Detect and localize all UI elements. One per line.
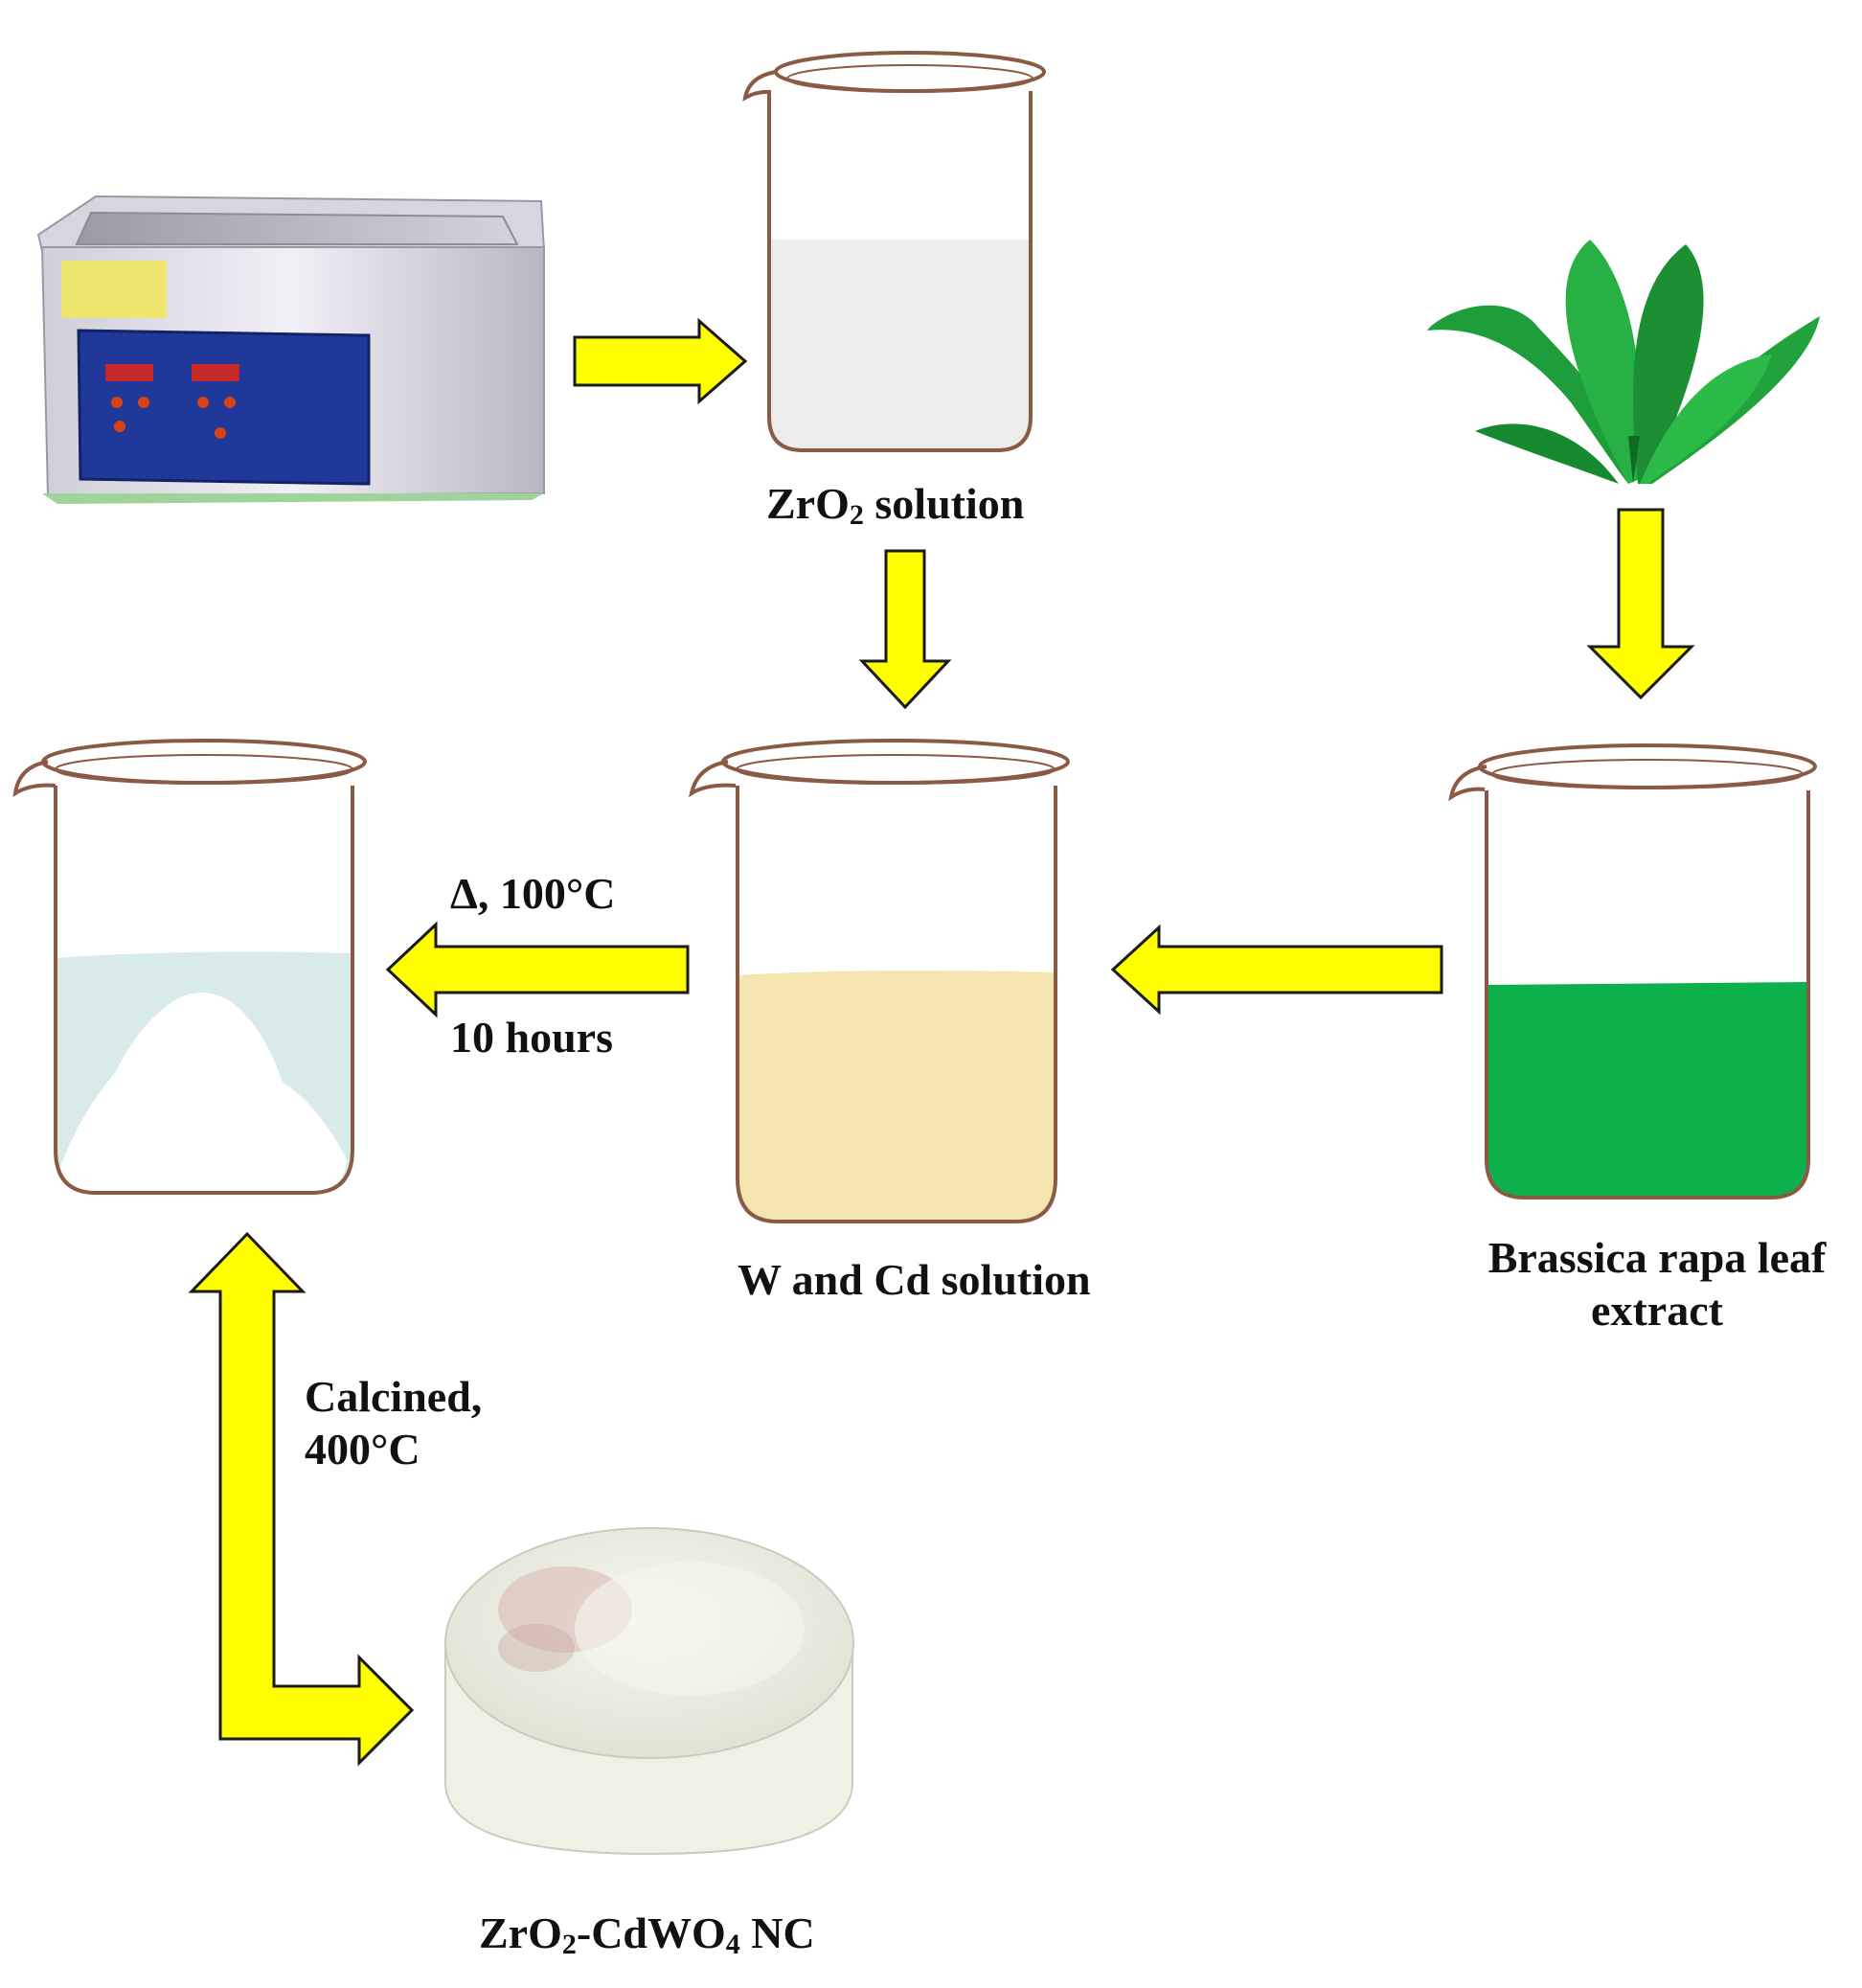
ultrasonic-bath-icon xyxy=(36,194,546,504)
label-heat-temp: Δ, 100°C xyxy=(450,869,616,918)
brassica-plant-icon xyxy=(1427,240,1820,484)
arrow-zro2-to-wcd xyxy=(858,549,952,710)
label-calcined-line1: Calcined, xyxy=(305,1372,483,1421)
label-calcined-line2: 400°C xyxy=(305,1425,420,1474)
arrow-calcination xyxy=(188,1231,415,1767)
zro2-beaker xyxy=(742,51,1046,452)
label-heat-time: 10 hours xyxy=(450,1013,613,1062)
arrow-plant-to-extract xyxy=(1586,508,1695,700)
final-precipitate-beaker xyxy=(12,739,367,1195)
arrow-bath-to-zro2 xyxy=(573,317,748,405)
brassica-extract-beaker xyxy=(1448,743,1817,1200)
petri-dish-powder-icon xyxy=(444,1527,854,1856)
label-brassica-line1: Brassica rapa leaf xyxy=(1487,1233,1827,1282)
label-brassica-extract: Brassica rapa leaf extract xyxy=(1465,1231,1849,1337)
arrow-extract-to-wcd xyxy=(1110,924,1443,1016)
label-product: ZrO2-CdWO4 NC xyxy=(479,1908,815,1960)
label-brassica-line2: extract xyxy=(1591,1286,1723,1336)
label-calcined: Calcined, 400°C xyxy=(305,1370,482,1475)
arrow-wcd-to-final xyxy=(385,921,690,1018)
label-w-cd-solution: W and Cd solution xyxy=(738,1255,1091,1304)
w-cd-solution-beaker xyxy=(689,739,1070,1223)
label-zro2-solution: ZrO2 solution xyxy=(766,479,1025,531)
